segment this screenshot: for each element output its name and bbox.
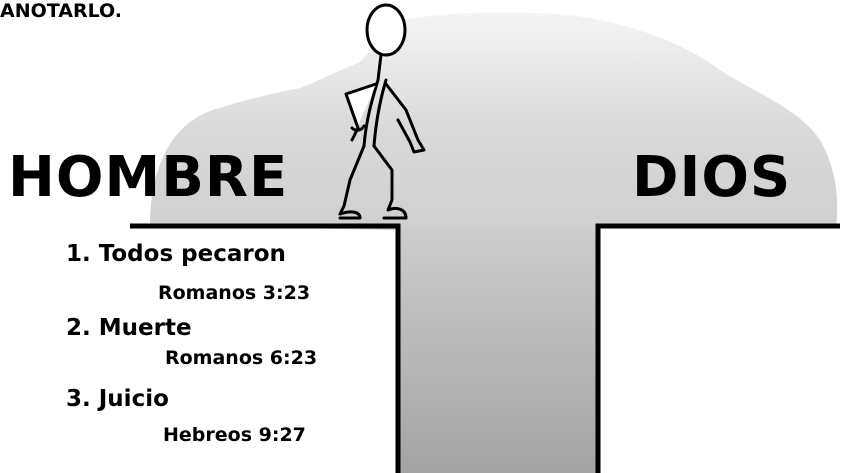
label-hombre: HOMBRE	[8, 145, 289, 210]
chasm	[398, 226, 598, 473]
point-2: 2. Muerte	[66, 315, 192, 341]
right-cliff-body	[598, 228, 851, 473]
point-1: 1. Todos pecaron	[66, 241, 286, 267]
reference-2: Romanos 6:23	[165, 347, 318, 369]
left-cliff	[130, 223, 401, 473]
reference-1: Romanos 3:23	[158, 282, 311, 304]
top-text-fragment: ANOTARLO.	[0, 0, 122, 22]
sky-shadow	[150, 12, 838, 231]
stick-figure	[338, 3, 426, 220]
right-cliff	[595, 223, 840, 473]
point-3: 3. Juicio	[66, 386, 169, 412]
label-dios: DIOS	[632, 145, 792, 210]
reference-3: Hebreos 9:27	[163, 424, 306, 446]
